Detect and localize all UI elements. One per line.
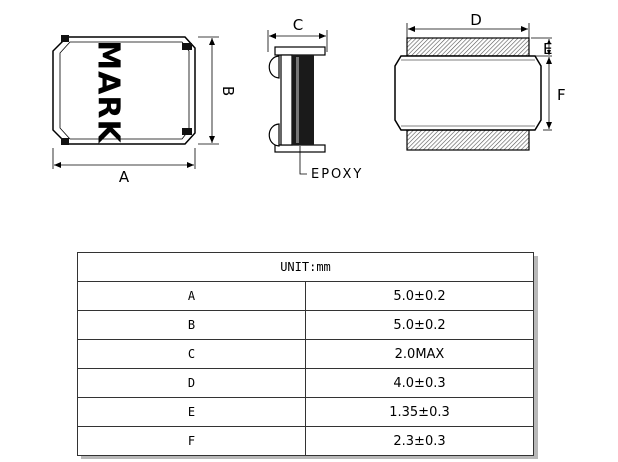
front-bottom-flange xyxy=(406,129,530,151)
winding-epoxy xyxy=(292,55,314,145)
top-terminal-tab-2 xyxy=(182,43,192,50)
side-top-flange xyxy=(274,46,326,56)
value-cell: 5.0±0.2 xyxy=(305,281,534,311)
param-cell: A xyxy=(77,281,306,311)
dimension-label-d: D xyxy=(470,11,482,29)
dimension-label-e: E xyxy=(543,40,552,58)
top-view: MARK A B xyxy=(52,35,237,186)
top-terminal-tab-3 xyxy=(182,128,192,135)
param-cell: D xyxy=(77,368,306,398)
param-cell: C xyxy=(77,339,306,369)
front-top-flange xyxy=(406,37,530,57)
top-terminal-tab-4 xyxy=(61,138,69,145)
epoxy-label: EPOXY xyxy=(311,167,363,182)
table-row: D 4.0±0.3 xyxy=(77,368,534,398)
table-row: B 5.0±0.2 xyxy=(77,310,534,340)
value-cell: 2.0MAX xyxy=(305,339,534,369)
table-header-row: UNIT:mm xyxy=(77,252,534,282)
top-view-body xyxy=(52,36,196,145)
dimension-label-a: A xyxy=(119,168,130,186)
inductor-dimension-drawings: MARK A B C EPOXY xyxy=(52,11,566,186)
dimension-label-f: F xyxy=(557,86,566,104)
unit-header: UNIT:mm xyxy=(77,252,534,282)
table-row: A 5.0±0.2 xyxy=(77,281,534,311)
side-view: C EPOXY xyxy=(267,16,363,182)
front-view: D E F xyxy=(394,11,566,151)
param-cell: B xyxy=(77,310,306,340)
table-row: F 2.3±0.3 xyxy=(77,426,534,456)
side-terminal-top xyxy=(268,55,280,79)
table-row: E 1.35±0.3 xyxy=(77,397,534,427)
top-terminal-tab-1 xyxy=(61,35,69,42)
param-cell: F xyxy=(77,426,306,456)
mark-text: MARK xyxy=(91,40,126,144)
value-cell: 4.0±0.3 xyxy=(305,368,534,398)
front-body xyxy=(394,55,542,131)
dimension-table: UNIT:mm A 5.0±0.2 B 5.0±0.2 C 2.0MAX D 4… xyxy=(77,252,538,459)
table-row: C 2.0MAX xyxy=(77,339,534,369)
value-cell: 5.0±0.2 xyxy=(305,310,534,340)
dimension-label-c: C xyxy=(293,16,303,34)
dimension-label-b: B xyxy=(219,86,237,96)
param-cell: E xyxy=(77,397,306,427)
value-cell: 1.35±0.3 xyxy=(305,397,534,427)
value-cell: 2.3±0.3 xyxy=(305,426,534,456)
side-terminal-bottom xyxy=(268,123,280,147)
side-core-wall xyxy=(280,54,293,146)
epoxy-leader-line xyxy=(299,146,307,175)
